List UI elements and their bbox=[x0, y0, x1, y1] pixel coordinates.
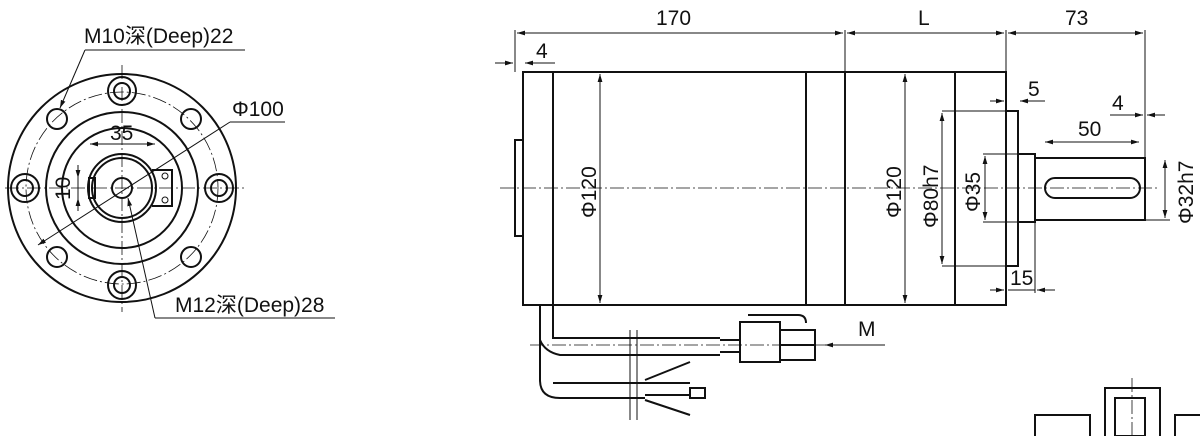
dim-gearbox-length: L bbox=[918, 7, 930, 30]
dia-shaft: Φ32h7 bbox=[1175, 161, 1198, 224]
dia-gearbox: Φ120 bbox=[883, 166, 906, 218]
dim-body-length: 170 bbox=[656, 7, 691, 30]
shaft-hole-label: M12深(Deep)28 bbox=[175, 294, 324, 317]
dim-step: 15 bbox=[1010, 267, 1033, 290]
dia-step: Φ35 bbox=[962, 172, 985, 212]
side-view: 170 L 73 4 5 4 50 15 Φ120 Φ120 Φ80h7 Φ35… bbox=[495, 7, 1200, 436]
pcd-label: Φ100 bbox=[232, 98, 284, 121]
dia-pilot: Φ80h7 bbox=[920, 165, 943, 228]
boss-dimension: 35 bbox=[110, 122, 133, 145]
dim-flange: 5 bbox=[1028, 78, 1040, 101]
dim-rear-cap: 4 bbox=[536, 40, 548, 63]
connector-label: M bbox=[858, 318, 876, 341]
dim-shaft-length: 73 bbox=[1065, 7, 1088, 30]
mount-holes bbox=[10, 76, 234, 300]
dim-shaft-end: 4 bbox=[1112, 92, 1124, 115]
key-dimension: 10 bbox=[52, 177, 75, 200]
dia-motor: Φ120 bbox=[578, 166, 601, 218]
front-view: M10深(Deep)22 Φ100 35 10 M12深(Deep)28 bbox=[5, 25, 335, 319]
thread-hole-label: M10深(Deep)22 bbox=[84, 25, 233, 48]
dim-key-length: 50 bbox=[1078, 118, 1101, 141]
